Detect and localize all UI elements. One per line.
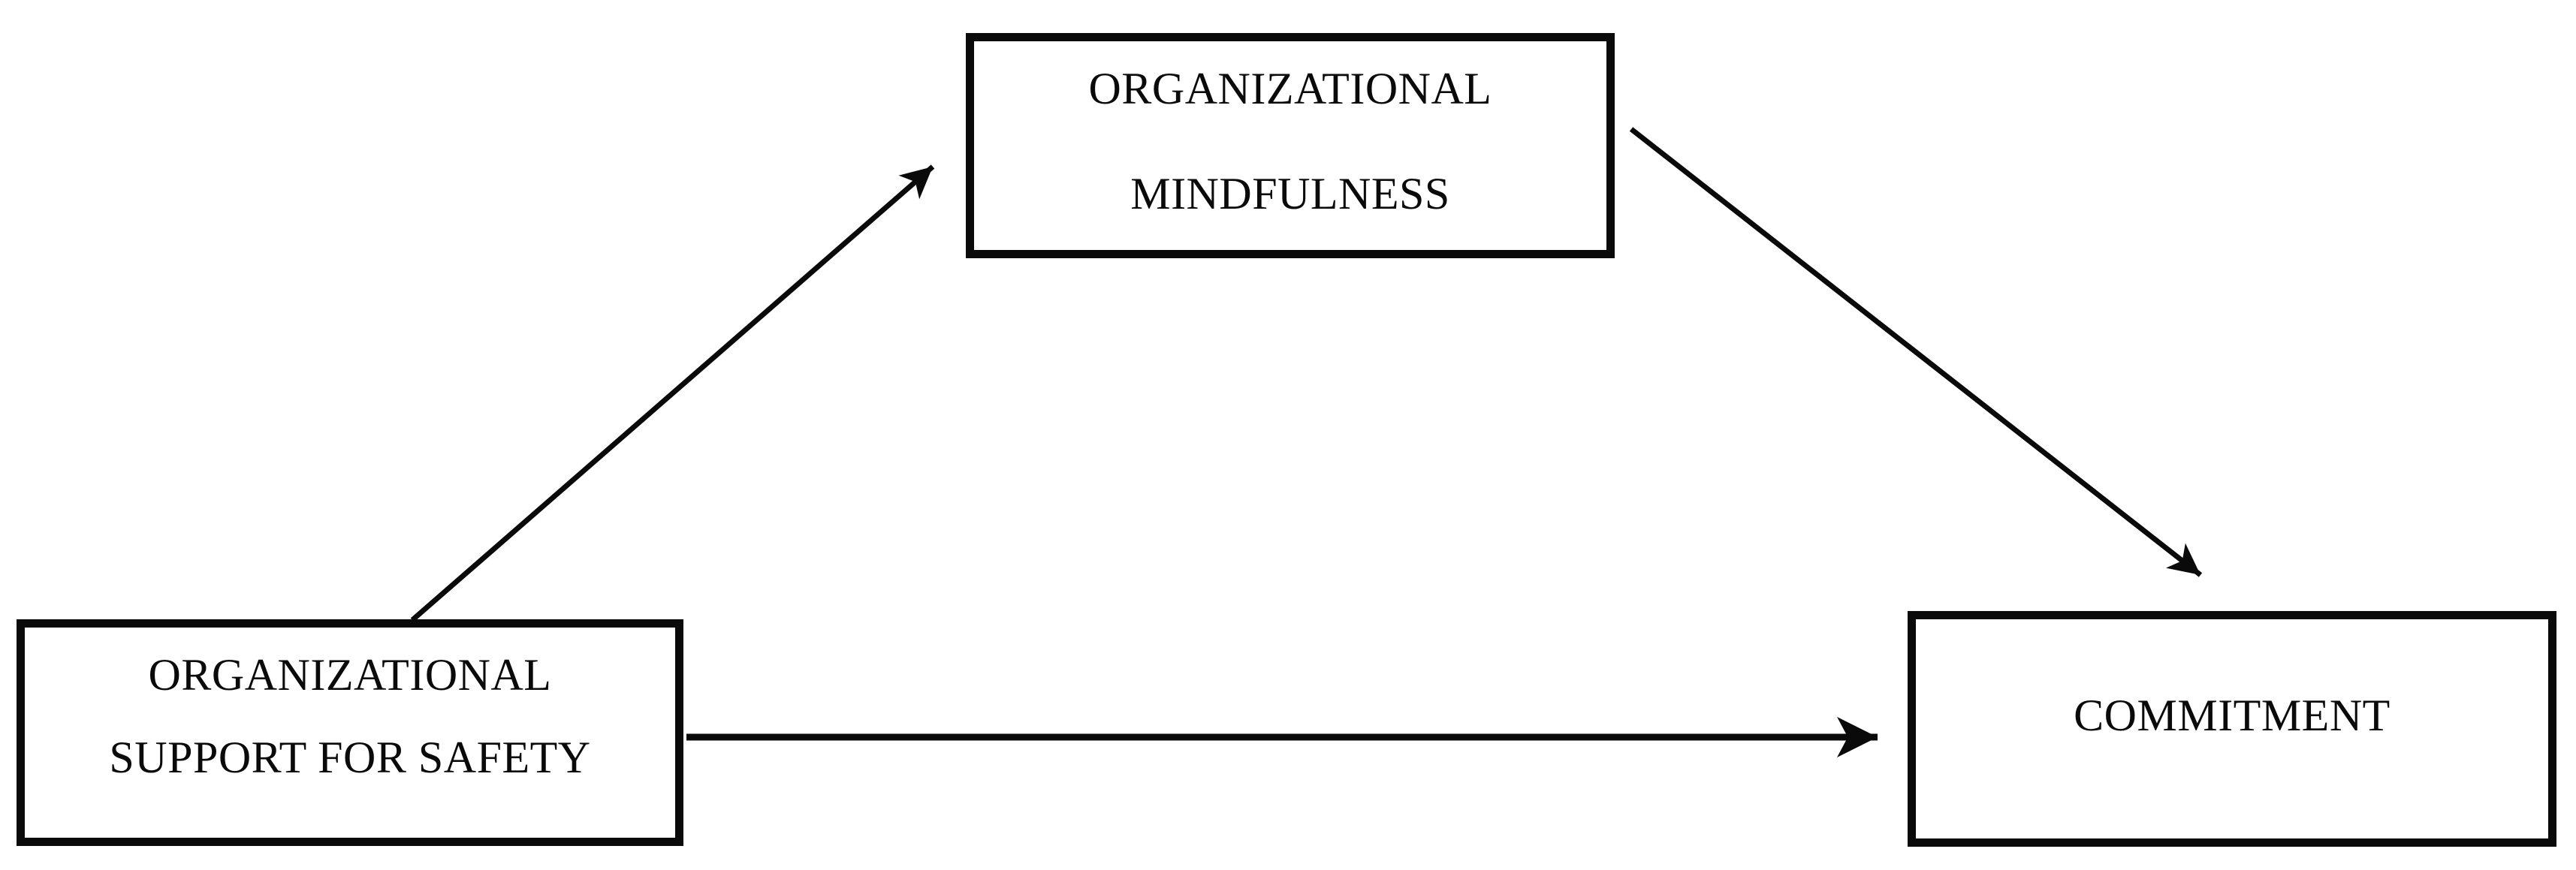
node-label-line: ORGANIZATIONAL (1088, 64, 1492, 113)
node-organizational-support-for-safety: ORGANIZATIONAL SUPPORT FOR SAFETY (17, 619, 683, 846)
arrow-mindfulness-to-commitment (1629, 127, 2203, 577)
arrow-support-to-mindfulness (410, 164, 935, 622)
node-label-line: SUPPORT FOR SAFETY (109, 733, 591, 782)
node-organizational-mindfulness: ORGANIZATIONAL MINDFULNESS (966, 33, 1615, 258)
node-label-line: ORGANIZATIONAL (148, 650, 552, 700)
node-label-line: MINDFULNESS (1130, 169, 1450, 218)
node-label-line: COMMITMENT (2074, 691, 2390, 740)
node-commitment: COMMITMENT (1908, 611, 2556, 847)
